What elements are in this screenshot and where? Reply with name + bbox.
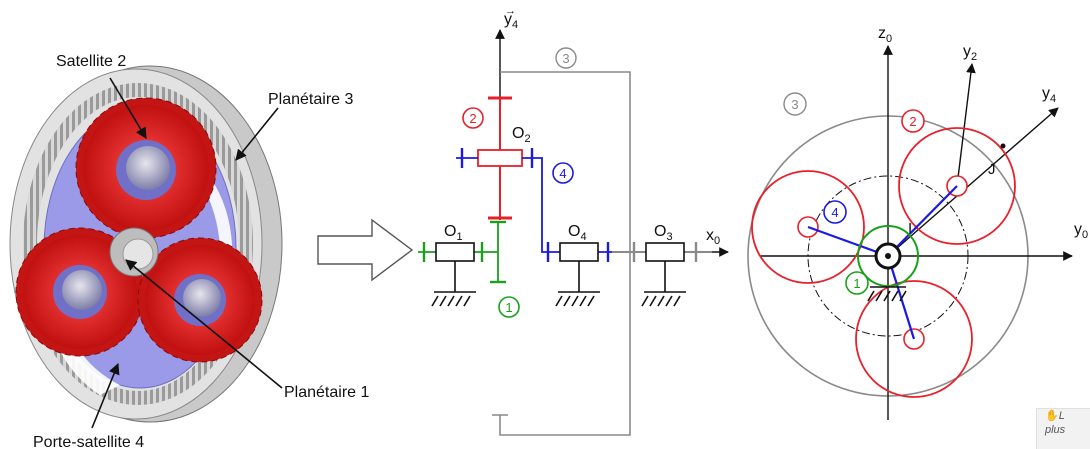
bearing-o1	[435, 242, 475, 262]
leader-planetaire3	[235, 107, 279, 161]
kinematic-schema: y4 → 3 2 O2 4 1 x0 O1	[418, 5, 729, 436]
carrier-arms	[807, 185, 958, 340]
badge-3-text: 3	[562, 51, 569, 66]
sun-gear	[109, 227, 159, 277]
badge-3-plane-text: 3	[791, 97, 798, 112]
ground-support-o3	[641, 261, 686, 307]
carrier-arm	[456, 157, 612, 253]
sun-circle	[857, 225, 919, 287]
badge-1-plane-text: 1	[853, 276, 860, 291]
badge-3-plane	[783, 92, 807, 116]
label-i: I	[908, 220, 912, 237]
label-o1: O1	[444, 223, 463, 243]
help-hint-line2: plus	[1045, 424, 1066, 436]
label-satellite2: Satellite 2	[56, 53, 126, 70]
badge-2-plane	[901, 109, 925, 133]
label-porte-satellite4: Porte-satellite 4	[33, 434, 144, 449]
label-planetaire1: Planétaire 1	[284, 384, 369, 401]
bearing-o4	[559, 242, 599, 262]
sun-center-dot	[885, 253, 891, 259]
label-j: J	[988, 161, 996, 178]
label-planetaire3: Planétaire 3	[268, 91, 353, 108]
axis-x0-label: x0	[706, 227, 720, 247]
badge-1	[498, 296, 520, 318]
axis-y2-label: y2	[963, 43, 977, 63]
badge-2	[462, 107, 484, 129]
badge-3	[555, 47, 577, 69]
badge-1-text: 1	[505, 300, 512, 315]
label-o3: O3	[654, 223, 673, 243]
planet-gear-top	[75, 97, 217, 239]
axis-z0-label: z0	[878, 25, 892, 45]
axis-y4-vec: →	[505, 5, 516, 17]
planet-gear-right	[137, 237, 263, 363]
axis-y4-label: y4	[504, 11, 518, 31]
ground-support-o1	[431, 261, 476, 307]
badge-4-plane-text: 4	[831, 205, 838, 220]
badge-4-text: 4	[559, 166, 566, 181]
ring-gear-teeth	[23, 83, 253, 405]
badge-4	[552, 162, 574, 184]
badge-2-text: 2	[469, 111, 476, 126]
ground-support-o4	[555, 261, 600, 307]
planet-circle-top	[898, 127, 1016, 245]
planet-circle-bottom	[855, 280, 973, 398]
axis-y4-plane	[887, 107, 1059, 257]
ring-gear-frame	[492, 71, 631, 436]
badge-4-plane	[823, 200, 847, 224]
help-hint-line1: ✋L	[1045, 410, 1065, 422]
transition-arrow	[317, 218, 414, 282]
axis-y4-plane-label: y4	[1042, 85, 1056, 105]
axis-y2	[956, 63, 976, 187]
point-j	[1000, 143, 1006, 149]
leader-planetaire1	[125, 259, 283, 389]
plane-view: 3 2 4 1	[747, 25, 1088, 420]
label-o2: O2	[512, 125, 531, 145]
help-hint-panel[interactable]: ✋L plus	[1036, 408, 1090, 449]
ground-support-plane	[867, 286, 907, 302]
leader-porte-satellite4	[91, 362, 120, 429]
satellite-bearing-o2	[477, 149, 523, 167]
badge-1-plane	[845, 271, 869, 295]
planet-circle-left	[751, 170, 865, 284]
axis-y0-label: y0	[1074, 221, 1088, 241]
leader-satellite2	[109, 77, 147, 139]
gear-illustration: Satellite 2 Planétaire 3 Planétaire 1 Po…	[9, 53, 369, 449]
bearing-o3	[645, 242, 685, 262]
hand-icon: ✋	[1045, 410, 1059, 422]
badge-2-plane-text: 2	[909, 114, 916, 129]
label-o4: O4	[568, 223, 587, 243]
